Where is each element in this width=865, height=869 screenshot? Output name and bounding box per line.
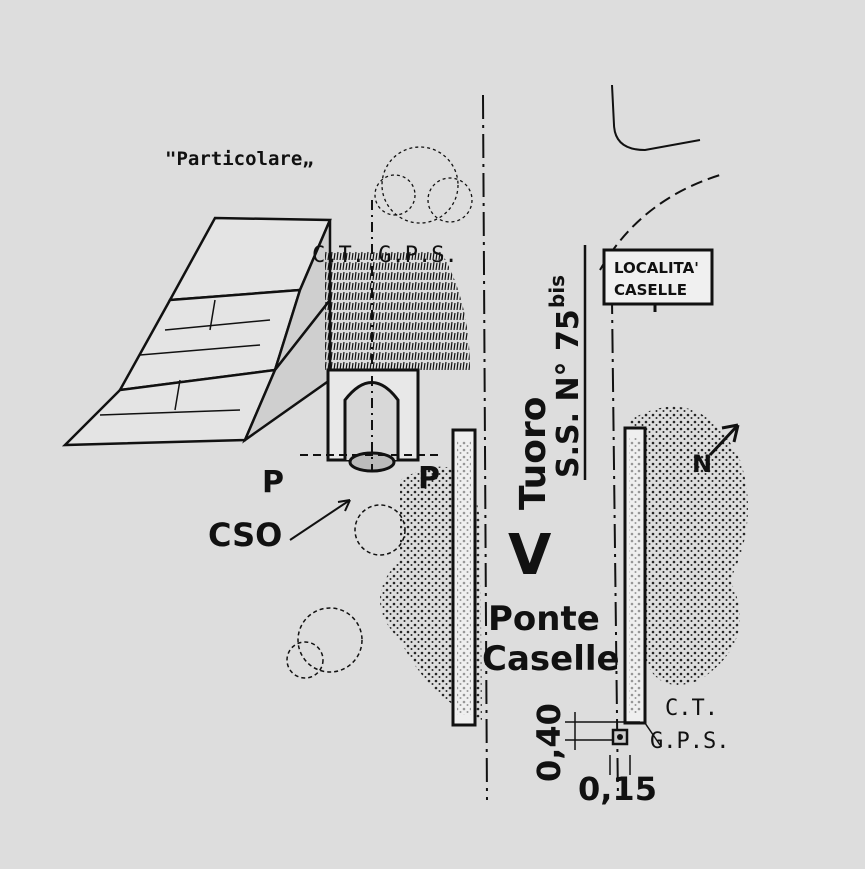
bridge-railing-east bbox=[623, 426, 647, 725]
direction-label: Tuoro bbox=[513, 397, 554, 510]
culvert bbox=[300, 200, 440, 473]
north-label: N bbox=[692, 450, 712, 478]
direction-arrow-icon: V bbox=[508, 523, 552, 588]
survey-mark-label-bottom-1: C.T. bbox=[665, 696, 718, 721]
survey-mark-label-top: C.T. G.P.S. bbox=[312, 243, 458, 268]
bridge-label-line-1: Ponte bbox=[488, 599, 600, 639]
pillar-label-left: P bbox=[262, 465, 284, 500]
survey-mark-label-bottom-2: G.P.S. bbox=[650, 729, 729, 754]
town-sign-line-1: LOCALITA' bbox=[614, 259, 699, 277]
culvert-pointer bbox=[289, 499, 351, 541]
town-sign-board bbox=[602, 248, 714, 306]
road-label-sup: bis bbox=[545, 275, 569, 308]
grass-mound bbox=[325, 250, 470, 370]
vegetation-east bbox=[630, 406, 748, 685]
north-arrow-icon bbox=[708, 423, 740, 457]
side-road-curve bbox=[611, 84, 701, 152]
stone-wall bbox=[61, 216, 332, 447]
culvert-pointer-head bbox=[337, 499, 351, 512]
tree-top bbox=[374, 146, 473, 224]
bridge-label-line-2: Caselle bbox=[482, 639, 620, 679]
bridge-railing-west bbox=[451, 428, 477, 727]
dimension-height-label: 0,40 bbox=[530, 703, 568, 782]
road-edge-east bbox=[611, 290, 619, 801]
dimension-width-label: 0,15 bbox=[578, 770, 657, 808]
road-label: S.S. N° 75 bbox=[551, 309, 586, 478]
culvert-label: CSO bbox=[208, 516, 282, 554]
detail-label: "Particolare„ bbox=[165, 148, 314, 170]
survey-marker-dot bbox=[617, 734, 623, 740]
dimension-lines bbox=[565, 712, 661, 775]
town-sign-line-2: CASELLE bbox=[614, 281, 687, 299]
road-edge-west bbox=[482, 94, 488, 801]
pillar-label-right: P bbox=[418, 461, 440, 496]
